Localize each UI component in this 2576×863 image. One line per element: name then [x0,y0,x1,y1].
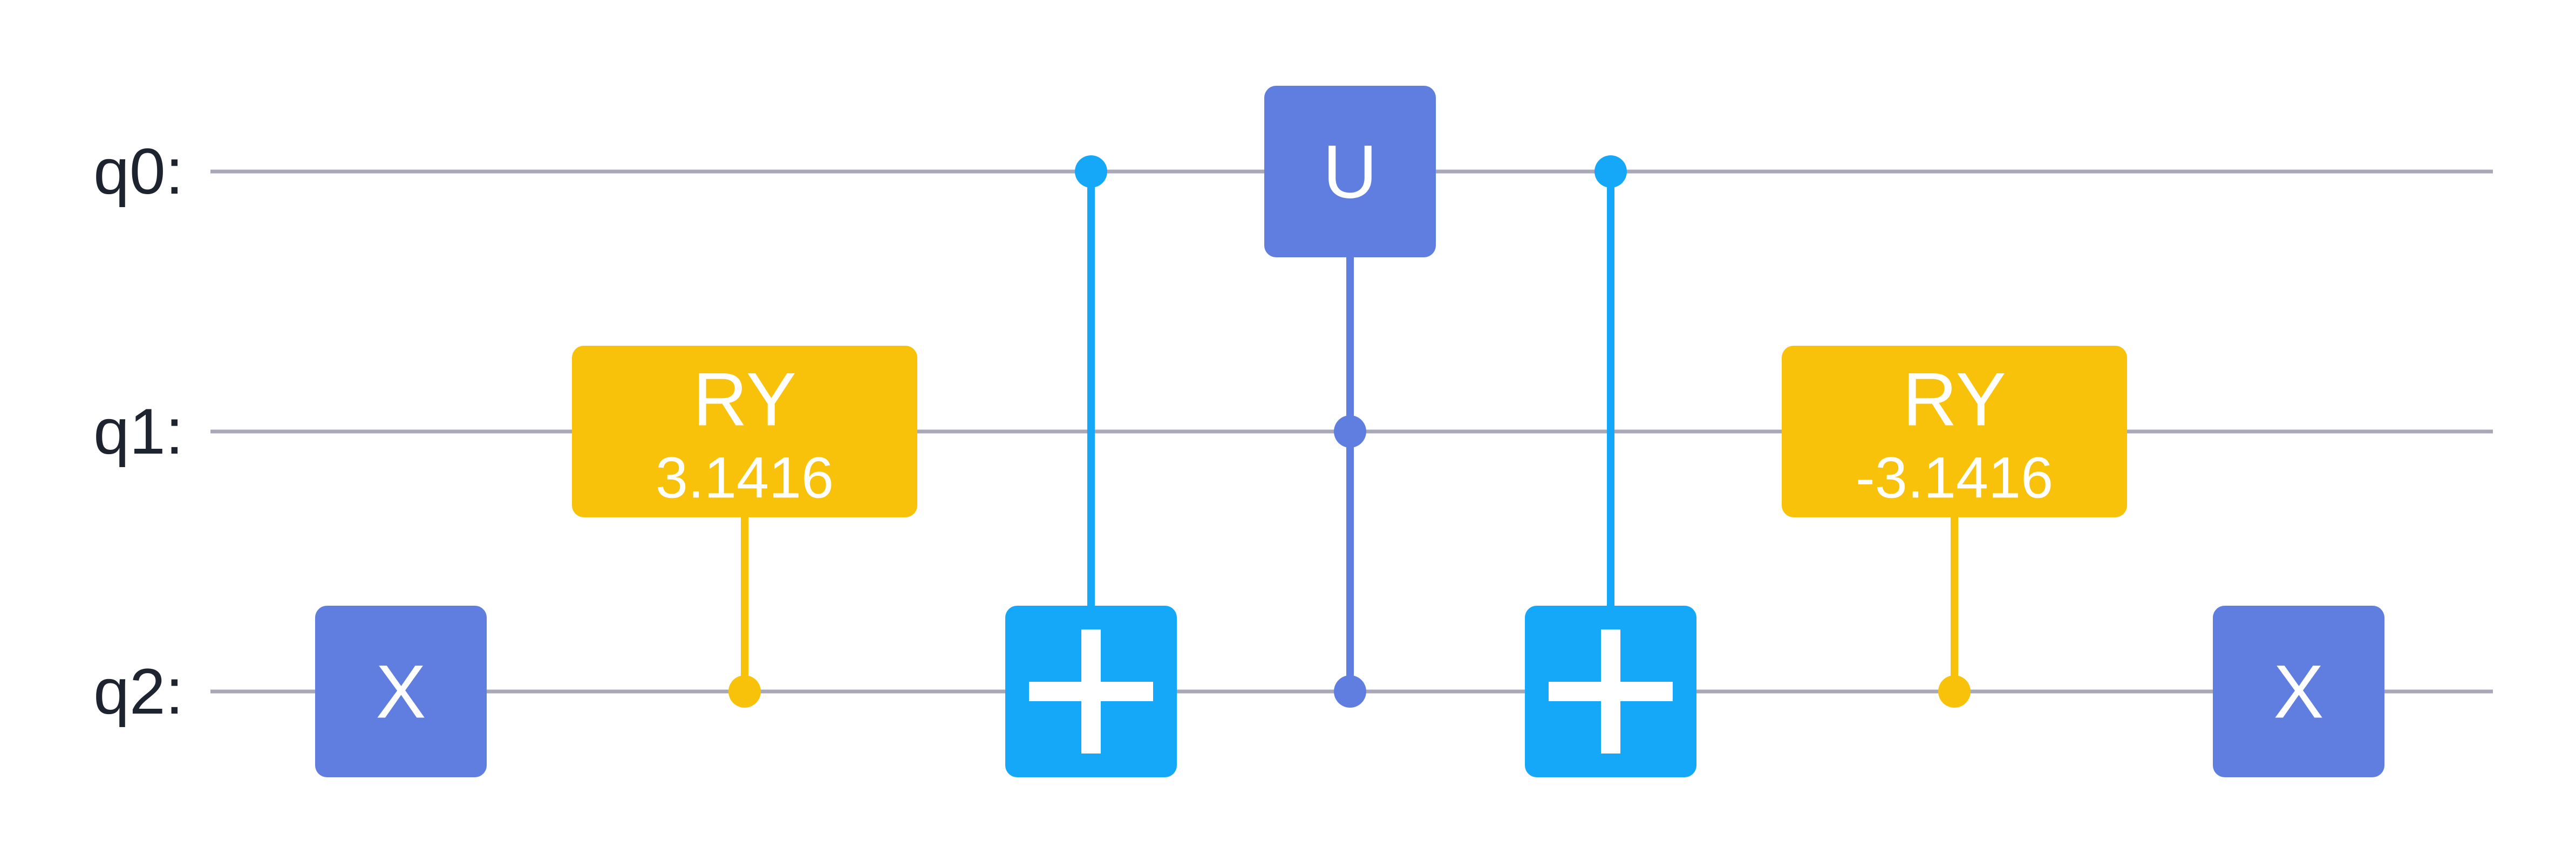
control-dot [1334,415,1366,448]
gate-name: X [2273,649,2323,734]
x-gate-1[interactable]: X [315,606,487,777]
gate-box [1782,346,2127,517]
gate-name: RY [693,357,796,442]
gate-box [1264,86,1436,257]
gate-parameter: -3.1416 [1856,445,2053,510]
control-dot [728,675,761,708]
qubit-label-q1: q1: [93,395,183,468]
gate-box [315,606,487,777]
gate-box [572,346,917,517]
control-dot [1594,155,1627,188]
ry-gate-2[interactable]: RY-3.1416 [1782,346,2127,708]
qubit-label-q2: q2: [93,655,183,728]
gate-name: U [1323,129,1377,214]
qubit-label-q0: q0: [93,135,183,208]
qubit-labels: q0: q1: q2: [93,135,183,728]
gate-box [2213,606,2384,777]
control-dot [1075,155,1107,188]
control-dot [1938,675,1971,708]
control-dot [1334,675,1366,708]
ry-gate-1[interactable]: RY3.1416 [572,346,917,708]
gate-name: RY [1903,357,2006,442]
gate-name: X [376,649,426,734]
cnot-gate-1[interactable] [1005,155,1177,777]
x-gate-2[interactable]: X [2213,606,2384,777]
cnot-gate-2[interactable] [1525,155,1696,777]
gate-parameter: 3.1416 [656,445,834,510]
u-gate[interactable]: U [1264,86,1436,708]
